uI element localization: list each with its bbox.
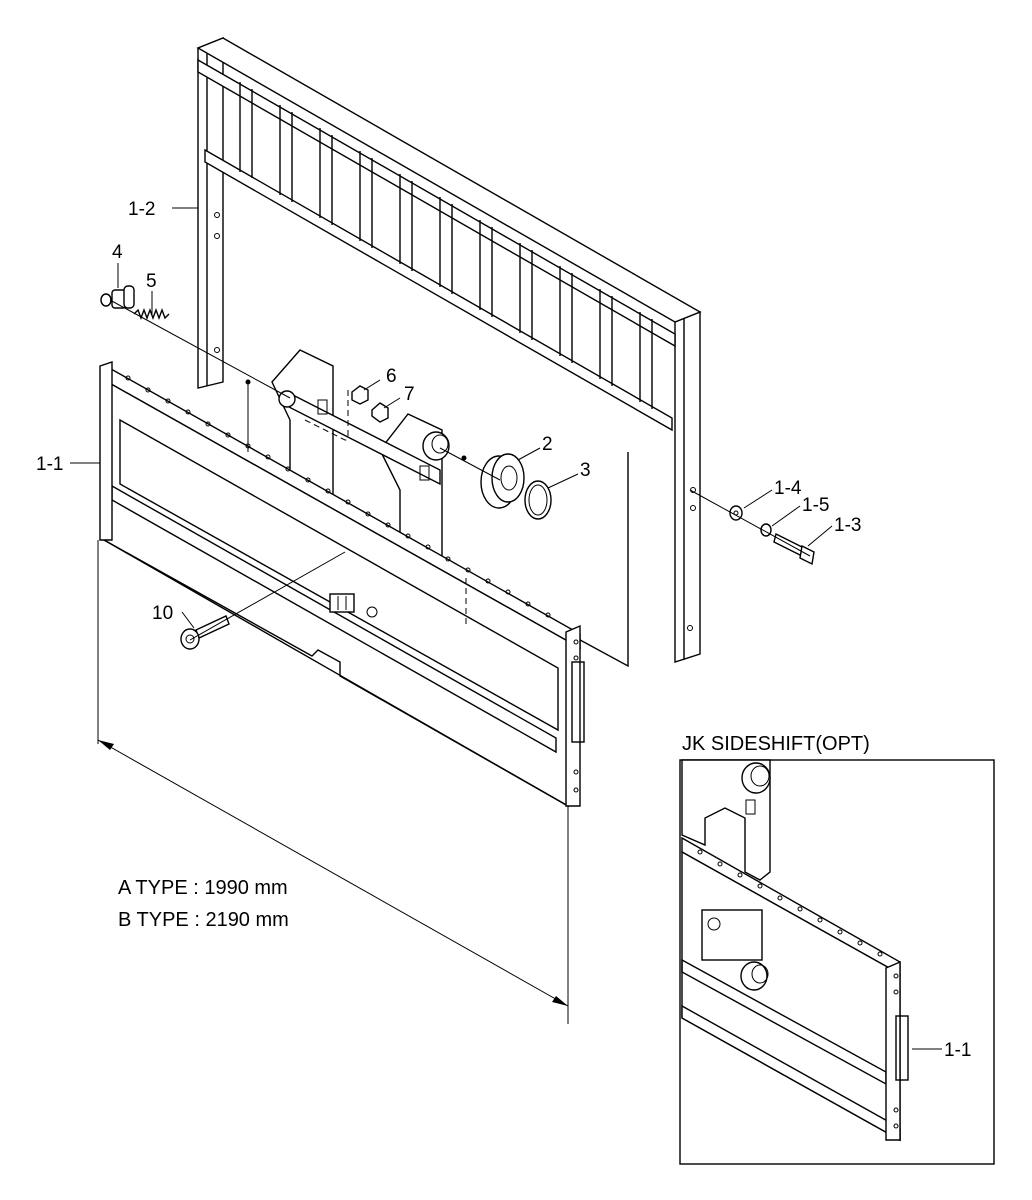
callout-1-3: 1-3 (834, 515, 861, 536)
part-1-3-bolt (773, 532, 815, 566)
part-3-snap-ring (524, 480, 552, 520)
backrest-frame (196, 36, 702, 668)
width-dimension (97, 540, 569, 1024)
callout-5: 5 (146, 271, 157, 292)
dimension-a-type: A TYPE : 1990 mm (118, 877, 288, 899)
callout-2: 2 (542, 434, 553, 455)
callout-3: 3 (580, 460, 591, 481)
assembly-centerlines (109, 299, 811, 641)
callout-1-2: 1-2 (128, 199, 155, 220)
part-4-stopper (100, 285, 135, 309)
callout-10: 10 (152, 603, 173, 624)
dimension-b-type: B TYPE : 2190 mm (118, 909, 289, 931)
inset-title: JK SIDESHIFT(OPT) (682, 733, 870, 755)
fork-bar (99, 361, 585, 808)
inset-jk-sideshift (679, 759, 995, 1165)
callout-4: 4 (112, 242, 123, 263)
part-6-nut (351, 385, 369, 405)
callout-1-4: 1-4 (774, 478, 802, 499)
callout-leaders (70, 207, 942, 1050)
part-2-bearing (480, 453, 525, 509)
inset-callout-1-1: 1-1 (944, 1040, 971, 1061)
callout-1-5: 1-5 (802, 495, 829, 516)
callout-6: 6 (386, 366, 397, 387)
callout-1-1: 1-1 (36, 454, 63, 475)
part-7-nut (371, 402, 389, 423)
callout-7: 7 (404, 384, 415, 405)
